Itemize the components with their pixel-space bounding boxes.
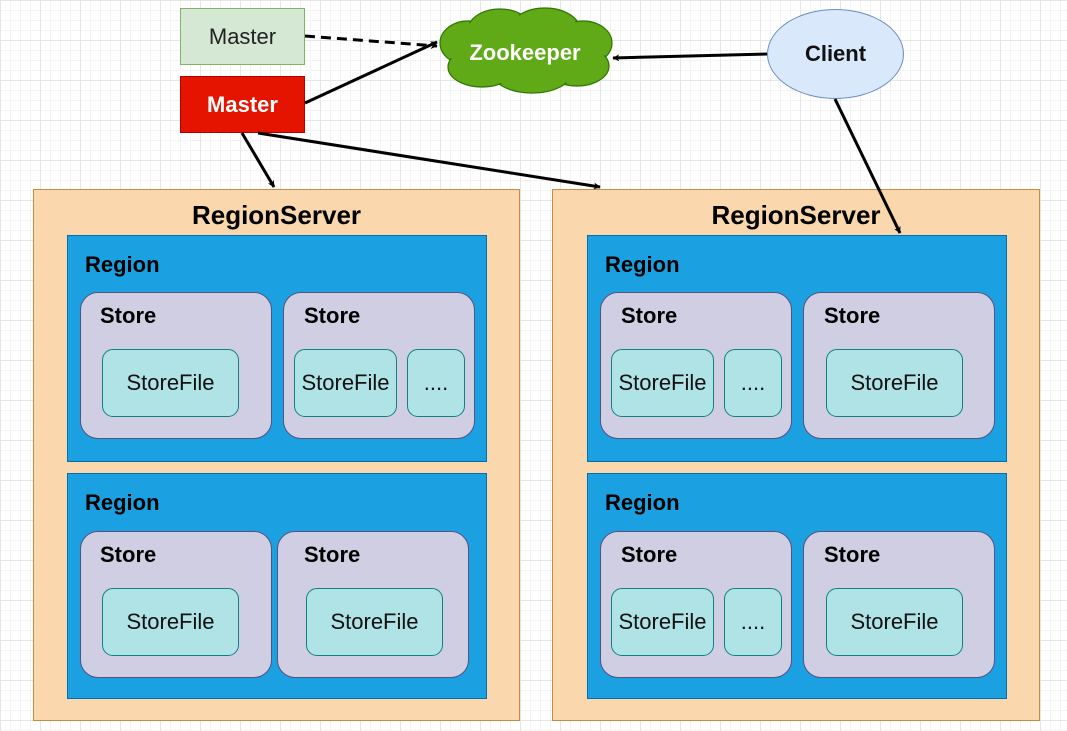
store: Store StoreFile ....	[600, 292, 792, 439]
client-node: Client	[767, 9, 904, 99]
store-label: Store	[621, 303, 678, 328]
more-store-files: ....	[724, 588, 782, 656]
store-file: StoreFile	[826, 349, 963, 417]
store-label: Store	[304, 542, 361, 567]
region-server-left: RegionServer Region Store StoreFile Stor…	[33, 189, 520, 721]
standby-master-node: Master	[180, 8, 305, 65]
active-master-node: Master	[180, 76, 305, 133]
store-label: Store	[824, 542, 881, 567]
standby-master-label: Master	[208, 23, 277, 49]
active-master-label: Master	[207, 91, 278, 117]
more-store-files: ....	[724, 349, 782, 417]
store: Store StoreFile	[803, 531, 995, 678]
region-label: Region	[605, 252, 680, 277]
store-file: StoreFile	[611, 588, 714, 656]
active-master-to-zookeeper-arrow	[304, 40, 438, 105]
store-file: StoreFile	[826, 588, 963, 656]
store-file: StoreFile	[102, 588, 239, 656]
store-file: StoreFile	[294, 349, 397, 417]
store: Store StoreFile ....	[283, 292, 475, 439]
store-label: Store	[304, 303, 361, 328]
region: Region Store StoreFile Store StoreFile	[67, 473, 487, 699]
standby-master-to-zookeeper-arrow	[304, 34, 438, 50]
region-label: Region	[85, 490, 160, 515]
store: Store StoreFile	[80, 531, 272, 678]
store-label: Store	[824, 303, 881, 328]
region-label: Region	[85, 252, 160, 277]
master-to-left-region-server-arrow	[240, 132, 276, 188]
region-server-title: RegionServer	[191, 199, 362, 230]
store: Store StoreFile	[277, 531, 469, 678]
store-file: StoreFile	[306, 588, 443, 656]
region-server-title: RegionServer	[711, 199, 881, 230]
client-to-zookeeper-arrow	[612, 52, 768, 62]
store-file: StoreFile	[102, 349, 239, 417]
region: Region Store StoreFile .... Store StoreF…	[587, 235, 1007, 462]
store-label: Store	[621, 542, 678, 567]
store-label: Store	[100, 303, 157, 328]
store: Store StoreFile	[803, 292, 995, 439]
store-file: StoreFile	[611, 349, 714, 417]
region: Region Store StoreFile .... Store StoreF…	[587, 473, 1007, 699]
more-store-files: ....	[407, 349, 465, 417]
region-label: Region	[605, 490, 680, 515]
zookeeper-node: Zookeeper	[440, 28, 610, 78]
region: Region Store StoreFile Store StoreFile .…	[67, 235, 487, 462]
zookeeper-label: Zookeeper	[469, 40, 581, 65]
store: Store StoreFile	[80, 292, 272, 439]
master-to-right-region-server-arrow	[257, 131, 601, 190]
store-label: Store	[100, 542, 157, 567]
client-label: Client	[804, 41, 867, 66]
store: Store StoreFile ....	[600, 531, 792, 678]
region-server-right: RegionServer Region Store StoreFile ....…	[552, 189, 1040, 721]
